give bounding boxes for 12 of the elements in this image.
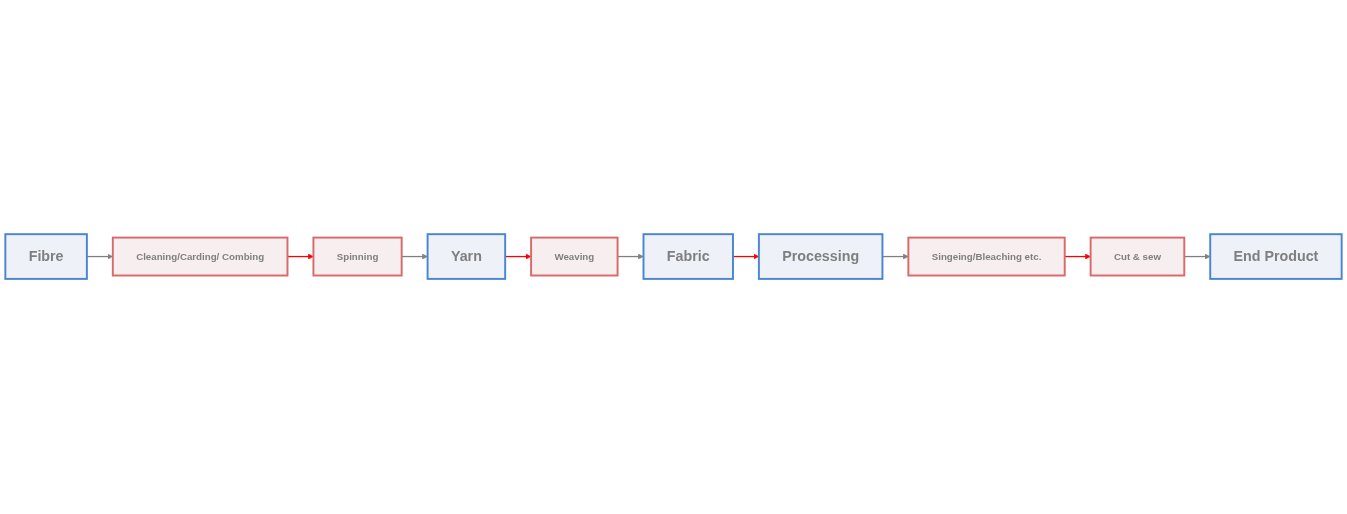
node-box: Singeing/Bleaching etc. [907,237,1066,277]
node-box: Spinning [312,237,403,277]
node-box: Weaving [530,237,619,277]
arrow [1064,254,1091,260]
node-box: End Product [1209,233,1343,281]
arrow [401,254,428,260]
node-box: Processing [757,233,884,281]
node-box: Yarn [426,233,507,281]
node-box: Fabric [642,233,734,281]
node-box: Cut & sew [1089,237,1186,277]
node-box: Fibre [4,233,88,281]
node-box: Cleaning/Carding/ Combing [111,237,289,277]
